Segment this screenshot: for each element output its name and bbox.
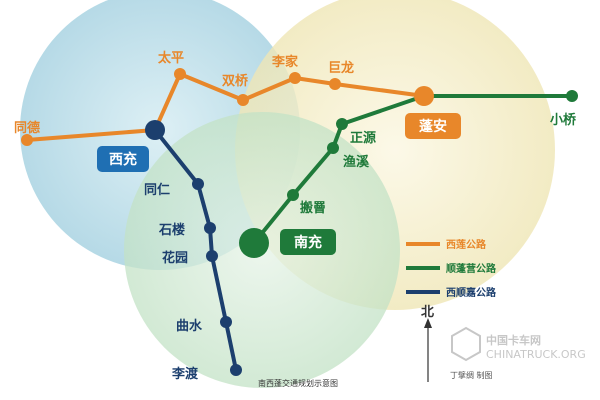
node-taiping[interactable]	[174, 68, 186, 80]
node-xiaoqiao[interactable]	[566, 90, 578, 102]
node-shilou[interactable]	[204, 222, 216, 234]
label-tongren: 同仁	[144, 182, 170, 198]
label-tongde: 同德	[14, 120, 40, 136]
badge-pengan-label: 蓬安	[419, 118, 447, 135]
route-navy	[153, 128, 238, 371]
badge-pengan[interactable]	[405, 113, 461, 139]
legend-label-navy: 西顺嘉公路	[446, 286, 497, 299]
label-taiping: 太平	[157, 50, 184, 66]
label-lidu: 李渡	[171, 366, 199, 382]
node-pengan[interactable]	[414, 86, 434, 106]
label-yuxi: 渔溪	[343, 154, 370, 170]
legend-label-orange: 西莲公路	[446, 238, 487, 251]
node-xichong[interactable]	[145, 120, 165, 140]
badge-xichong[interactable]	[97, 146, 149, 172]
legend: 西莲公路 顺蓬营公路 西顺嘉公路	[406, 238, 497, 299]
watermark-logo-icon	[451, 326, 481, 362]
label-shilou: 石楼	[158, 222, 185, 238]
route-green	[252, 94, 572, 245]
node-tongde[interactable]	[21, 134, 33, 146]
watermark-domain: CHINATRUCK.ORG	[486, 348, 586, 361]
badge-nanchong-label: 南充	[294, 234, 322, 251]
label-huayuan: 花园	[162, 250, 188, 266]
node-nanchong[interactable]	[239, 228, 269, 258]
node-julong[interactable]	[329, 78, 341, 90]
map-credit: 丁擘绸 制图	[450, 370, 493, 380]
label-banzhe: 搬罾	[300, 200, 326, 216]
node-zhengyuan[interactable]	[336, 118, 348, 130]
node-banzhe[interactable]	[287, 189, 299, 201]
node-tongren[interactable]	[192, 178, 204, 190]
map-caption: 南西蓬交通规划示意图	[258, 378, 338, 388]
north-arrow: 北	[421, 305, 434, 382]
legend-label-green: 顺蓬营公路	[446, 262, 497, 275]
watermark: 中国卡车网 CHINATRUCK.ORG	[451, 326, 586, 362]
badge-xichong-label: 西充	[109, 151, 137, 168]
north-label: 北	[421, 305, 434, 320]
north-arrow-head-icon	[424, 318, 432, 328]
node-lijia[interactable]	[289, 72, 301, 84]
node-lidu[interactable]	[230, 364, 242, 376]
label-lijia: 李家	[271, 54, 299, 70]
node-shuangqiao[interactable]	[237, 94, 249, 106]
label-shuangqiao: 双桥	[222, 73, 249, 89]
node-qushui[interactable]	[220, 316, 232, 328]
label-qushui: 曲水	[176, 318, 203, 334]
node-yuxi[interactable]	[327, 142, 339, 154]
label-zhengyuan: 正源	[350, 130, 376, 146]
watermark-name: 中国卡车网	[486, 333, 541, 347]
badge-nanchong[interactable]	[280, 229, 336, 255]
node-huayuan[interactable]	[206, 250, 218, 262]
label-julong: 巨龙	[328, 60, 354, 76]
label-xiaoqiao: 小桥	[550, 112, 577, 128]
